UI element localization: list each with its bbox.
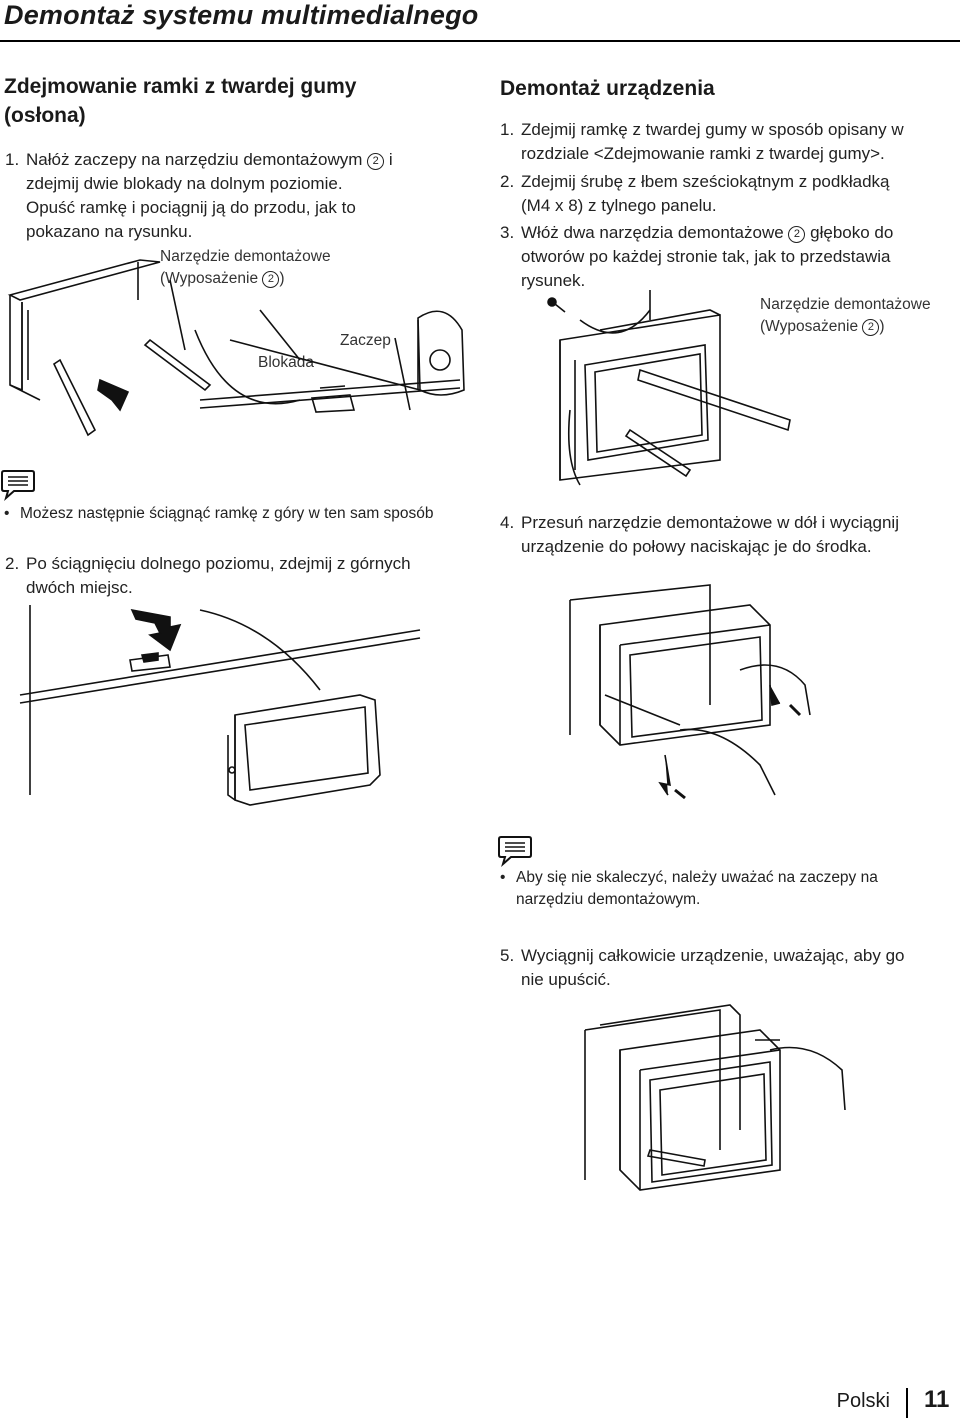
upper-frame-removal-illustration <box>19 605 421 806</box>
note-icon <box>1 470 35 501</box>
unit-pull-out-illustration <box>569 584 811 800</box>
section-heading-remove-unit: Demontaż urządzenia <box>500 77 715 100</box>
step-number: 1. <box>5 150 20 169</box>
heading-line: Zdejmowanie ramki z twardej gumy <box>4 75 357 98</box>
step-text-line: Zdejmij śrubę z łbem sześciokątnym z pod… <box>521 172 890 191</box>
step-text-line: otworów po każdej stronie tak, jak to pr… <box>521 247 891 266</box>
step-number: 2. <box>500 172 515 191</box>
step-text-line: Zdejmij ramkę z twardej gumy w sposób op… <box>521 120 904 139</box>
step-text-line: Nałóż zaczepy na narzędziu demontażowym … <box>26 150 393 170</box>
circled-number: 2 <box>262 271 280 288</box>
heading-line: (osłona) <box>4 104 86 127</box>
step-text-line: Przesuń narzędzie demontażowe w dół i wy… <box>521 513 899 532</box>
step-number: 3. <box>500 223 515 242</box>
unit-full-removal-illustration <box>584 1004 846 1191</box>
frame-removal-illustration <box>7 259 465 437</box>
section-heading-remove-frame: Zdejmowanie ramki z twardej gumy (osłona… <box>4 72 356 130</box>
hook-label: Zaczep <box>340 332 391 349</box>
step-text-line: pokazano na rysunku. <box>26 222 193 241</box>
tool-label: Narzędzie demontażowe (Wyposażenie 2) <box>760 296 931 336</box>
step-text-line: rysunek. <box>521 271 586 290</box>
step-text-line: (M4 x 8) z tylnego panelu. <box>521 196 717 215</box>
circled-number: 2 <box>367 153 385 170</box>
step-number: 4. <box>500 513 515 532</box>
step-text-line: Po ściągnięciu dolnego poziomu, zdejmij … <box>26 554 411 573</box>
title-divider <box>0 40 960 42</box>
step-text-line: dwóch miejsc. <box>26 578 133 597</box>
page-number: 11 <box>924 1386 950 1413</box>
step-number: 5. <box>500 946 515 965</box>
step-text-line: rozdziale <Zdejmowanie ramki z twardej g… <box>521 144 885 163</box>
footer-language: Polski <box>836 1390 890 1412</box>
step-text-line: Włóż dwa narzędzia demontażowe 2 głęboko… <box>521 223 894 243</box>
step-number: 2. <box>5 554 20 573</box>
note-icon <box>498 836 532 867</box>
circled-number: 2 <box>862 319 880 336</box>
step-number: 1. <box>500 120 515 139</box>
step-text-line: nie upuścić. <box>521 970 611 989</box>
step-text-line: urządzenie do połowy naciskając je do śr… <box>521 537 872 556</box>
tool-label: Narzędzie demontażowe (Wyposażenie 2) <box>160 248 331 288</box>
step-text-line: zdejmij dwie blokady na dolnym poziomie. <box>26 174 343 193</box>
page-title: Demontaż systemu multimedialnego <box>4 0 479 30</box>
tool-insertion-illustration <box>547 290 791 486</box>
step-text-line: Opuść ramkę i pociągnij ją do przodu, ja… <box>26 198 356 217</box>
footer-divider <box>906 1388 908 1418</box>
step-text-line: Wyciągnij całkowicie urządzenie, uważają… <box>521 946 905 965</box>
circled-number: 2 <box>788 226 806 243</box>
